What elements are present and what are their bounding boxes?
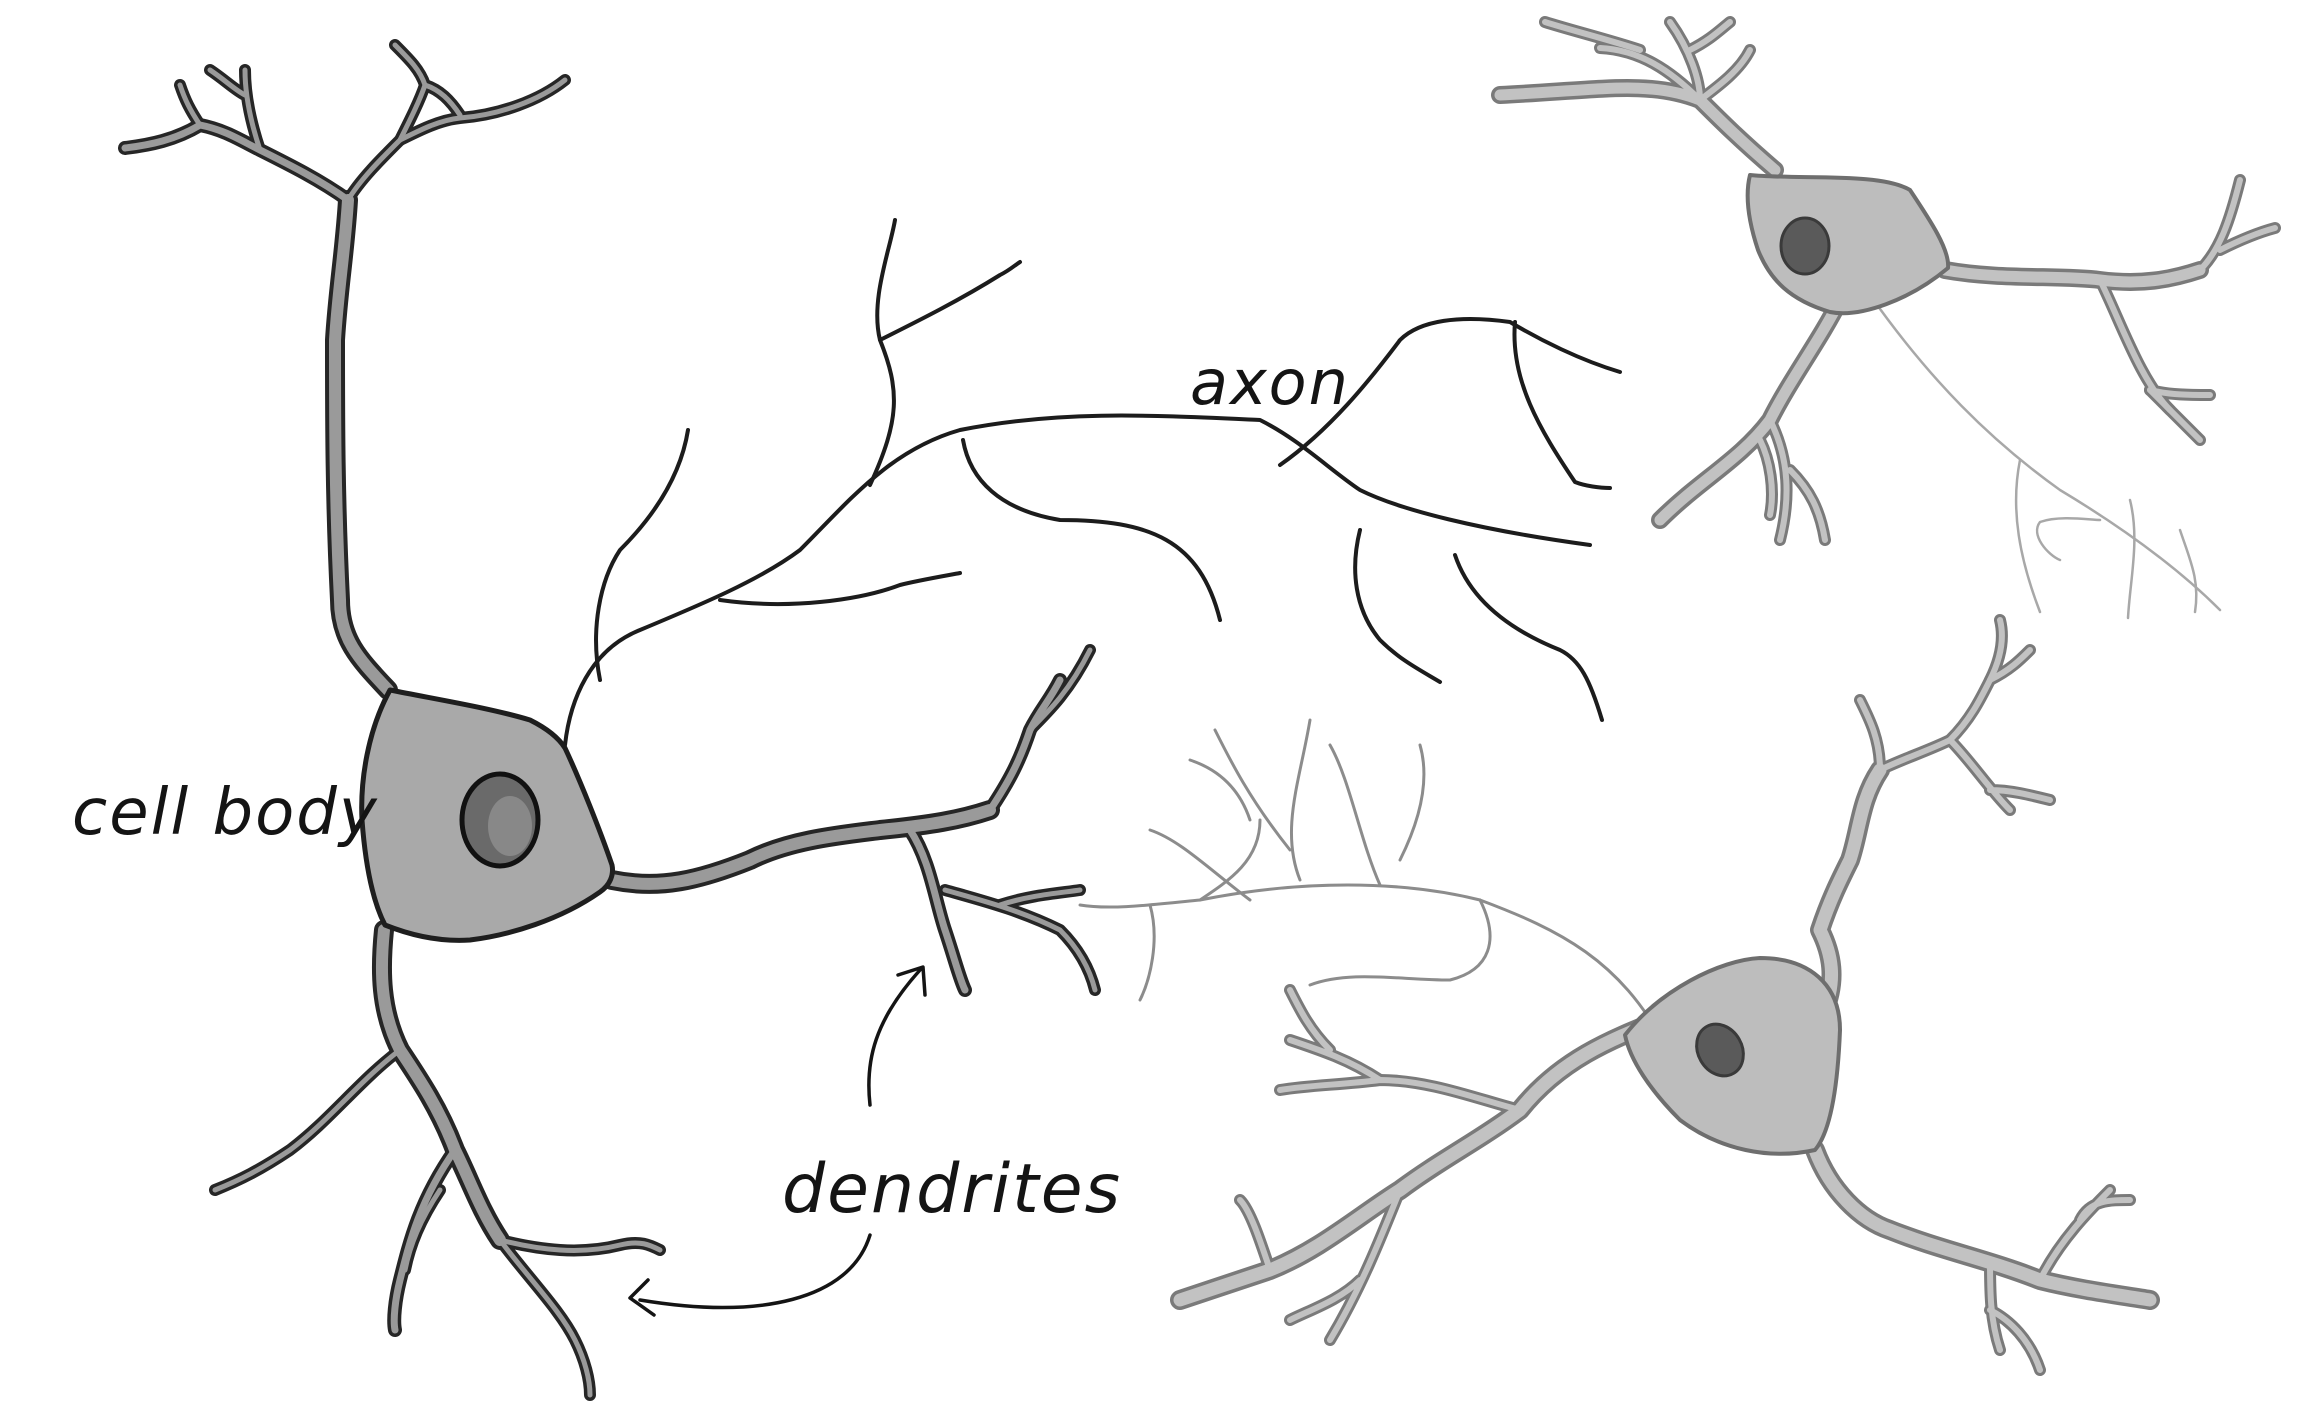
dendrites-arrow-down bbox=[628, 1233, 872, 1317]
background-neuron-top-right bbox=[1491, 16, 2281, 620]
dendrites-label: dendrites bbox=[782, 1150, 1123, 1229]
dendrites-arrow-up bbox=[867, 965, 927, 1107]
background-neuron-bottom-axon bbox=[1078, 718, 1667, 1047]
background-neuron-top-cell-body bbox=[1745, 173, 1951, 316]
axon-label: axon bbox=[1190, 346, 1350, 419]
main-neuron-axon bbox=[563, 218, 1622, 747]
background-neuron-bottom-right bbox=[1078, 614, 2160, 1376]
background-neuron-top-dendrites-fill bbox=[1494, 19, 2278, 543]
background-neuron-bottom-nucleus bbox=[1695, 1022, 1745, 1078]
cell-body-label: cell body bbox=[72, 776, 379, 850]
background-neuron-top-axon bbox=[1868, 293, 2222, 620]
background-neuron-top-nucleus bbox=[1779, 216, 1831, 276]
background-neuron-bottom-dendrites-fill bbox=[1173, 617, 2157, 1373]
main-neuron bbox=[118, 39, 1622, 1401]
main-neuron-dendrites-fill bbox=[121, 42, 1098, 1398]
